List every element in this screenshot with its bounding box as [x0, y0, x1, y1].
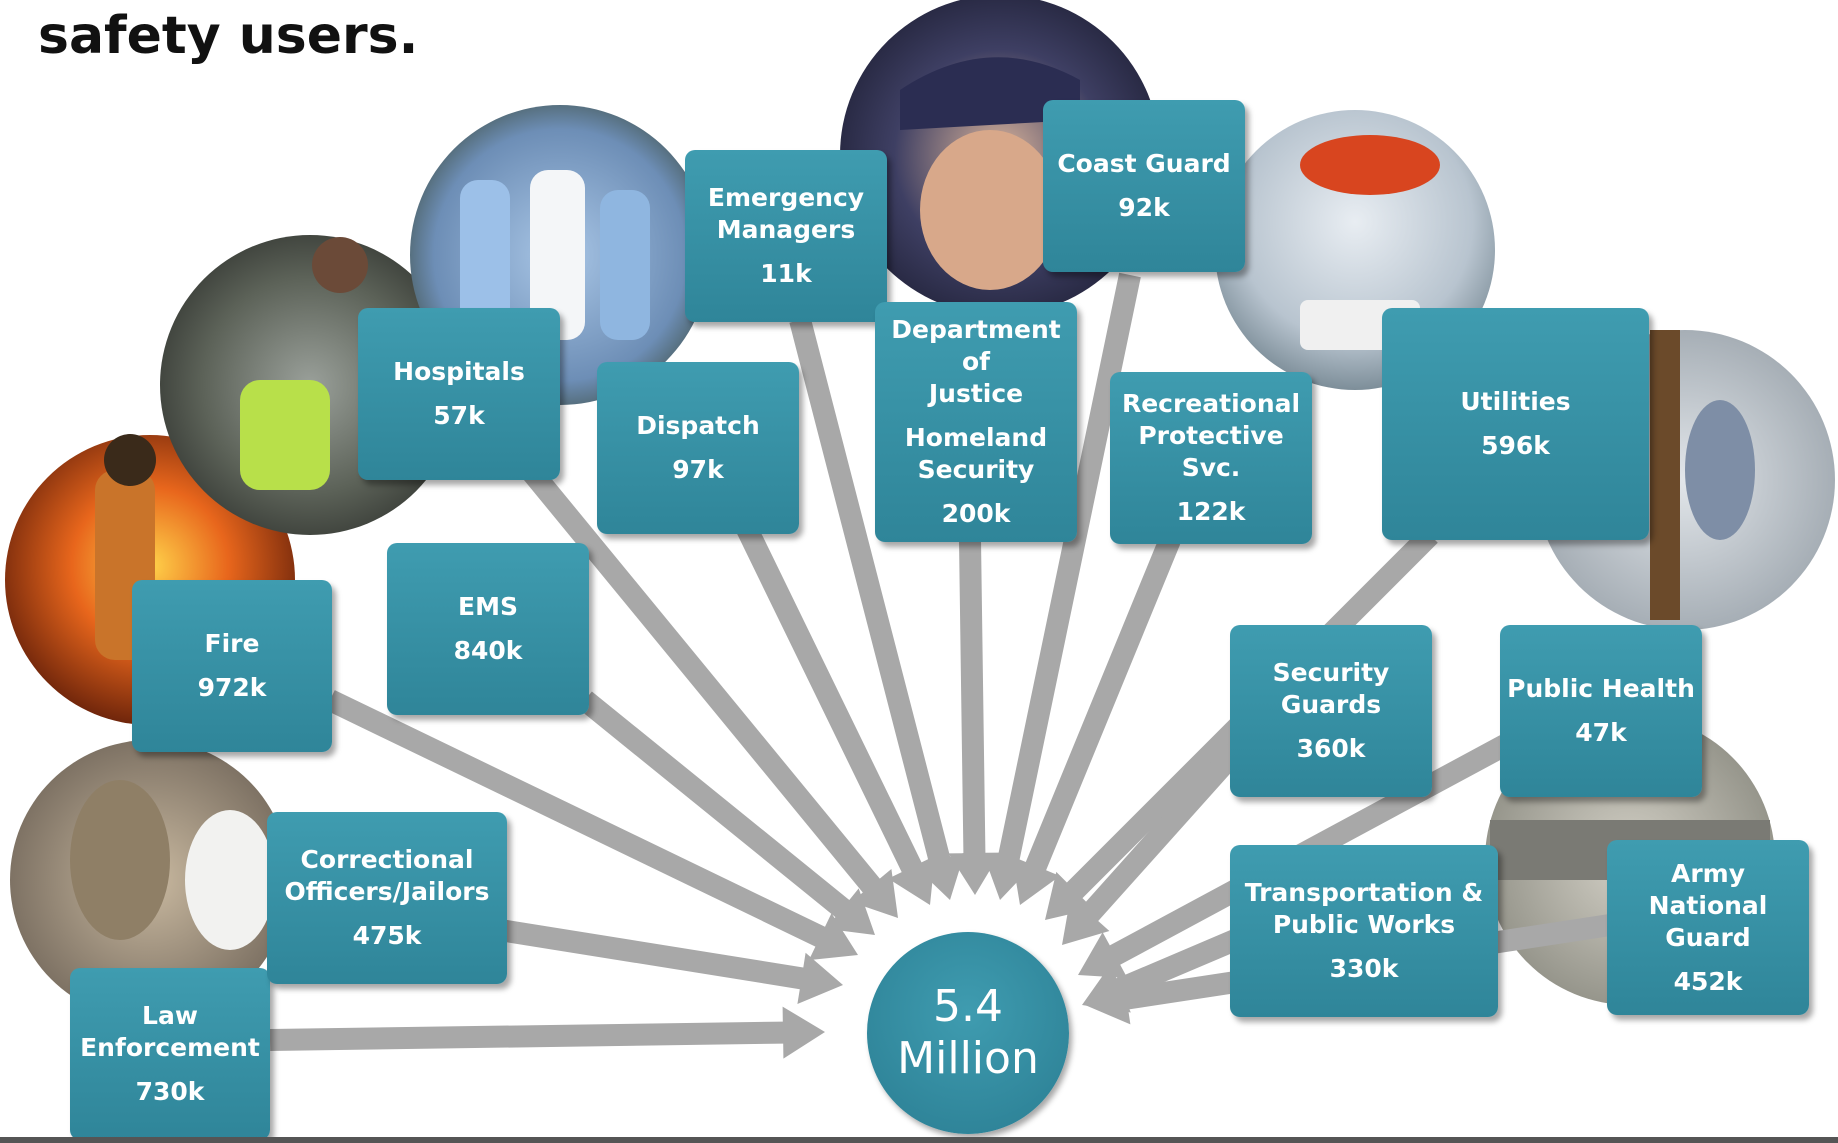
- node-recreational: Recreational Protective Svc. 122k: [1110, 372, 1312, 544]
- node-value: 730k: [135, 1077, 205, 1106]
- arrow: [498, 919, 843, 1004]
- node-coast-guard: Coast Guard 92k: [1043, 100, 1245, 272]
- node-label: Hospitals: [393, 357, 525, 386]
- node-label: Army National Guard: [1648, 858, 1768, 952]
- arrow: [1062, 727, 1259, 945]
- node-emergency-managers: Emergency Managers 11k: [685, 150, 887, 322]
- node-label: Recreational Protective Svc.: [1121, 389, 1301, 482]
- node-value: 97k: [672, 455, 724, 484]
- arrow: [735, 520, 935, 905]
- node-label: Dispatch: [636, 411, 760, 440]
- total-value: 5.4: [933, 981, 1003, 1032]
- bottom-rule: [0, 1137, 1838, 1143]
- node-value: 840k: [453, 636, 523, 665]
- arrow: [1011, 535, 1181, 905]
- node-value: 122k: [1176, 497, 1246, 526]
- node-sublabel: Homeland Security: [904, 423, 1048, 484]
- headline: safety users.: [38, 6, 419, 66]
- node-label: Utilities: [1460, 387, 1571, 416]
- arrow: [789, 317, 965, 900]
- node-label: Coast Guard: [1057, 149, 1231, 178]
- arrow: [269, 1006, 825, 1059]
- node-value: 330k: [1329, 954, 1399, 983]
- arrow: [578, 691, 875, 935]
- photo-police-officer: [10, 740, 290, 1020]
- node-value: 452k: [1673, 966, 1743, 996]
- node-value: 200k: [941, 499, 1011, 528]
- node-label: Law Enforcement: [80, 1001, 260, 1062]
- node-fire: Fire 972k: [132, 580, 332, 752]
- node-label: Correctional Officers/Jailors: [284, 845, 490, 906]
- node-value: 475k: [352, 921, 422, 950]
- node-label: EMS: [458, 592, 518, 621]
- node-ems: EMS 840k: [387, 543, 589, 715]
- node-utilities: Utilities 596k: [1382, 308, 1649, 540]
- node-security-guards: Security Guards 360k: [1230, 625, 1432, 797]
- node-correctional-officers: Correctional Officers/Jailors 475k: [267, 812, 507, 984]
- arrow: [521, 463, 898, 918]
- node-doj-homeland: Department of Justice Homeland Security …: [875, 302, 1077, 542]
- node-label: Fire: [204, 629, 260, 658]
- node-label: Security Guards: [1272, 658, 1390, 719]
- node-transportation: Transportation & Public Works 330k: [1230, 845, 1498, 1017]
- node-label: Public Health: [1507, 674, 1695, 703]
- arrow-group: [269, 272, 1612, 1059]
- node-law-enforcement: Law Enforcement 730k: [70, 968, 270, 1140]
- node-value: 11k: [760, 259, 812, 288]
- node-value: 57k: [433, 401, 485, 430]
- node-value: 596k: [1481, 431, 1550, 460]
- total-circle: 5.4 Million: [867, 932, 1069, 1134]
- photo-nurses: [410, 105, 710, 405]
- node-label: Department of Justice: [891, 315, 1061, 408]
- arrow: [325, 690, 858, 961]
- node-value: 47k: [1575, 718, 1627, 747]
- node-public-health: Public Health 47k: [1500, 625, 1702, 797]
- node-label: Emergency Managers: [707, 183, 865, 244]
- node-value: 360k: [1296, 734, 1366, 763]
- node-hospitals: Hospitals 57k: [358, 308, 560, 480]
- node-value: 92k: [1118, 193, 1170, 222]
- arrow: [983, 272, 1141, 900]
- arrow: [948, 539, 1001, 895]
- node-army-national-guard: Army National Guard 452k: [1607, 840, 1809, 1015]
- node-value: 972k: [197, 673, 267, 702]
- node-label: Transportation & Public Works: [1244, 878, 1484, 939]
- total-unit: Million: [897, 1033, 1039, 1084]
- node-dispatch: Dispatch 97k: [597, 362, 799, 534]
